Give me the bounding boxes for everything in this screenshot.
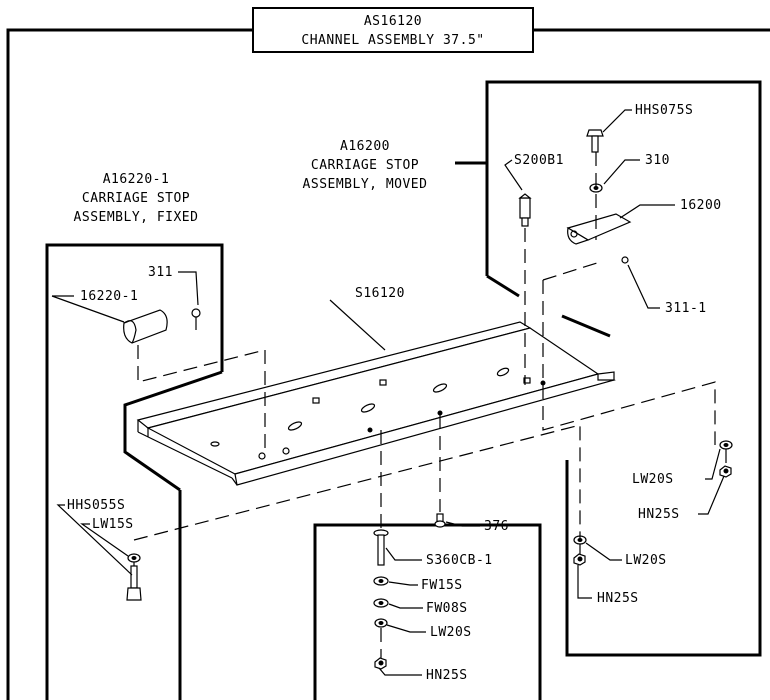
callout-376: 376 (445, 519, 509, 534)
callout-310-text: 310 (645, 153, 670, 168)
callout-hn25s-center: HN25S (378, 667, 468, 683)
callout-lw20s-center-text: LW20S (430, 625, 472, 640)
callout-310: 310 (603, 153, 670, 185)
callout-lw20s-right-top-text: LW20S (632, 472, 674, 487)
callout-16200: 16200 (619, 198, 722, 219)
callout-s16120: S16120 (329, 286, 405, 351)
fixed-stop-line2: ASSEMBLY, FIXED (74, 210, 199, 225)
fixed-stop-outline (45, 243, 224, 700)
callout-hhs055s-text: HHS055S (67, 498, 125, 513)
callout-fw08s: FW08S (388, 601, 468, 616)
callout-376-text: 376 (484, 519, 509, 534)
callout-lw20s-right-top: LW20S (632, 448, 721, 487)
fixed-stop-line1: CARRIAGE STOP (82, 191, 190, 206)
moved-stop-part-number: A16200 (340, 139, 390, 154)
center-hardware-outline (313, 523, 542, 700)
callout-16220-1-text: 16220-1 (80, 289, 138, 304)
moved-stop-label: A16200 CARRIAGE STOP ASSEMBLY, MOVED (303, 139, 487, 192)
left-zone-outline (123, 370, 223, 492)
drawing-frame (6, 28, 770, 700)
fixed-stop-label: A16220-1 CARRIAGE STOP ASSEMBLY, FIXED (74, 172, 199, 225)
callout-311-1: 311-1 (627, 264, 707, 316)
moved-stop-parts (518, 129, 632, 264)
callout-16220-1: 16220-1 (51, 289, 138, 323)
callout-lw15s-text: LW15S (92, 517, 134, 532)
title-name: CHANNEL ASSEMBLY 37.5" (301, 33, 484, 48)
callout-311: 311 (148, 265, 199, 306)
callout-lw20s-right-bottom-text: LW20S (625, 553, 667, 568)
callout-hn25s-right-top: HN25S (638, 475, 725, 522)
callout-fw15s: FW15S (388, 578, 463, 593)
callout-311-1-text: 311-1 (665, 301, 707, 316)
channel-part (136, 321, 616, 486)
moved-stop-outline-right (561, 314, 611, 338)
callout-hhs075s-text: HHS075S (635, 103, 693, 118)
callout-hhs055s: HHS055S (56, 498, 133, 576)
right-hardware-upper (719, 440, 733, 478)
callout-fw08s-text: FW08S (426, 601, 468, 616)
moved-stop-line2: ASSEMBLY, MOVED (303, 177, 428, 192)
callout-s200b1: S200B1 (504, 153, 564, 191)
callout-s200b1-text: S200B1 (514, 153, 564, 168)
title-block: AS16120 CHANNEL ASSEMBLY 37.5" (252, 7, 534, 53)
callout-hn25s-right-bottom-text: HN25S (597, 591, 639, 606)
callout-hn25s-right-bottom: HN25S (577, 565, 639, 606)
callout-lw20s-center: LW20S (386, 624, 472, 640)
assembly-paths (133, 152, 727, 658)
callout-hhs075s: HHS075S (602, 103, 693, 133)
moved-stop-outline (485, 80, 762, 657)
callout-16200-text: 16200 (680, 198, 722, 213)
fixed-stop-block (123, 308, 201, 344)
callout-lw15s: LW15S (80, 517, 134, 557)
callout-s360cb-1-text: S360CB-1 (426, 553, 493, 568)
center-hardware (373, 513, 446, 670)
callout-lw20s-right-bottom: LW20S (585, 542, 667, 568)
right-hardware-lower (573, 535, 587, 566)
callout-s360cb-1: S360CB-1 (385, 547, 493, 568)
moved-stop-line1: CARRIAGE STOP (311, 158, 419, 173)
callout-s16120-text: S16120 (355, 286, 405, 301)
left-hardware (126, 553, 142, 601)
title-part-number: AS16120 (364, 14, 422, 29)
callout-311-text: 311 (148, 265, 173, 280)
callout-hn25s-right-top-text: HN25S (638, 507, 680, 522)
callout-fw15s-text: FW15S (421, 578, 463, 593)
moved-stop-outline-joint (486, 274, 520, 298)
callout-hn25s-center-text: HN25S (426, 668, 468, 683)
fixed-stop-part-number: A16220-1 (103, 172, 170, 187)
